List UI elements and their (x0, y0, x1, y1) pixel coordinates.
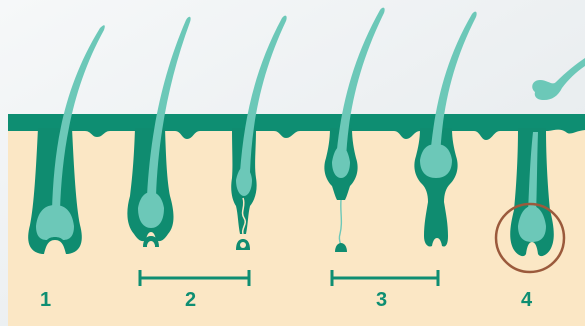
stage-label-4: 4 (521, 289, 533, 311)
follicle-2a-bulb (138, 192, 164, 228)
stage-label-2: 2 (185, 289, 196, 311)
follicle-4-papilla-core (528, 247, 536, 255)
follicle-2a-papilla-core (147, 243, 155, 250)
skin-layer (8, 118, 585, 326)
stage-label-1: 1 (40, 289, 51, 311)
follicle-3b-papilla-core (433, 242, 441, 249)
follicle-2b-papilla-core (240, 242, 246, 248)
stage-label-3: 3 (376, 289, 387, 311)
